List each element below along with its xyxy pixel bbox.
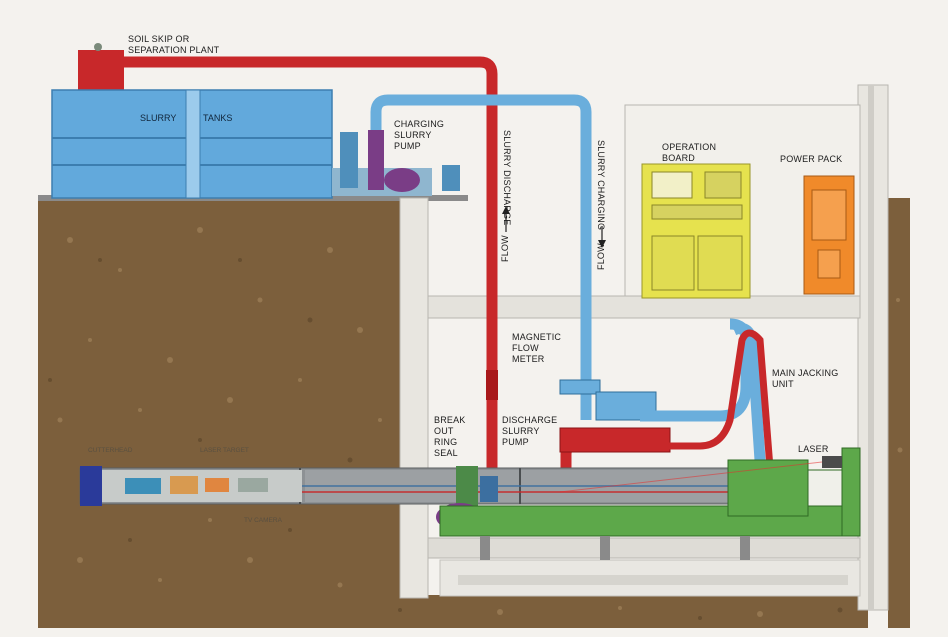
charging-pump-motor xyxy=(442,165,460,191)
frame-leg-1 xyxy=(480,536,490,560)
operation-door-right xyxy=(697,235,743,291)
label-break-out-1: BREAK xyxy=(434,415,466,425)
operation-controls xyxy=(704,171,742,199)
label-slurry-tanks-1: SLURRY xyxy=(140,113,176,123)
label-laser: LASER xyxy=(798,444,829,454)
label-magnetic-meter-3: METER xyxy=(512,354,545,364)
label-magnetic-meter-1: MAGNETIC xyxy=(512,332,561,342)
soil-bottom xyxy=(38,595,868,628)
label-slurry-charging: SLURRY CHARGING xyxy=(596,140,606,230)
label-laser-target: LASER TARGET xyxy=(200,447,249,454)
label-charging-pump-1: CHARGING xyxy=(394,119,444,129)
break-out-ring-seal xyxy=(456,466,478,506)
label-discharge-pump-2: SLURRY xyxy=(502,426,540,436)
charging-pump-column xyxy=(368,130,384,190)
power-pack-panel xyxy=(811,189,847,241)
laser-target-box xyxy=(205,478,229,492)
label-power-pack: POWER PACK xyxy=(780,154,842,164)
soil-skip xyxy=(78,50,124,92)
soil-skip-cap xyxy=(94,43,102,51)
label-soil-skip-2: SEPARATION PLANT xyxy=(128,45,220,55)
operation-door-left xyxy=(651,235,695,291)
charging-valve xyxy=(340,132,358,188)
soil-left xyxy=(38,198,400,628)
label-break-out-2: OUT xyxy=(434,426,454,436)
soil-texture xyxy=(57,227,903,617)
soil-texture-dark xyxy=(48,258,843,620)
machine-motor xyxy=(125,478,161,494)
label-charging-pump-2: SLURRY xyxy=(394,130,432,140)
label-slurry-tanks-2: TANKS xyxy=(203,113,232,123)
label-operation-board-2: BOARD xyxy=(662,153,695,163)
label-break-out-3: RING xyxy=(434,437,457,447)
tank-divider xyxy=(185,89,201,199)
operation-panel-strip xyxy=(651,204,743,220)
frame-leg-2 xyxy=(600,536,610,560)
label-soil-skip-1: SOIL SKIP OR xyxy=(128,34,190,44)
tv-camera-housing xyxy=(238,478,268,492)
machine-hydraulics xyxy=(170,476,198,494)
label-flow-charging: FLOW xyxy=(596,243,606,270)
discharge-pipe-main xyxy=(124,56,498,488)
label-magnetic-meter-2: FLOW xyxy=(512,343,539,353)
charging-pipe-main xyxy=(370,94,592,420)
shaft-base-rail xyxy=(458,575,848,585)
cutterhead xyxy=(80,466,102,506)
shaft-wall-left xyxy=(399,197,429,599)
label-operation-board-1: OPERATION xyxy=(662,142,716,152)
laser-beam xyxy=(559,461,823,493)
label-discharge-pump-1: DISCHARGE xyxy=(502,415,557,425)
laser-unit xyxy=(822,456,842,468)
label-discharge-pump-3: PUMP xyxy=(502,437,529,447)
label-tv-camera: TV CAMERA xyxy=(244,517,283,524)
seal-bracket xyxy=(480,476,498,502)
frame-leg-3 xyxy=(740,536,750,560)
power-pack-vent xyxy=(817,249,841,279)
label-break-out-4: SEAL xyxy=(434,448,458,458)
label-flow-discharge: FLOW xyxy=(500,235,510,262)
label-cutterhead: CUTTERHEAD xyxy=(88,447,133,454)
label-charging-pump-3: PUMP xyxy=(394,141,421,151)
label-main-jacking-1: MAIN JACKING xyxy=(772,368,838,378)
flow-arrow-discharge xyxy=(502,206,510,232)
soil-right xyxy=(888,198,910,628)
shaft-floor xyxy=(427,537,861,559)
magnetic-flow-meter xyxy=(486,370,498,400)
discharge-manifold xyxy=(559,427,671,453)
thrust-wall xyxy=(841,447,861,537)
charging-manifold xyxy=(559,379,601,395)
operation-screen xyxy=(651,171,693,199)
charging-pump-body xyxy=(384,168,420,192)
discharge-hose xyxy=(660,329,774,469)
label-slurry-discharge: SLURRY DISCHARGE xyxy=(502,130,512,225)
flow-arrow-charging xyxy=(598,226,606,248)
label-main-jacking-2: UNIT xyxy=(772,379,794,389)
shaft-wall-right-inner xyxy=(868,85,874,610)
